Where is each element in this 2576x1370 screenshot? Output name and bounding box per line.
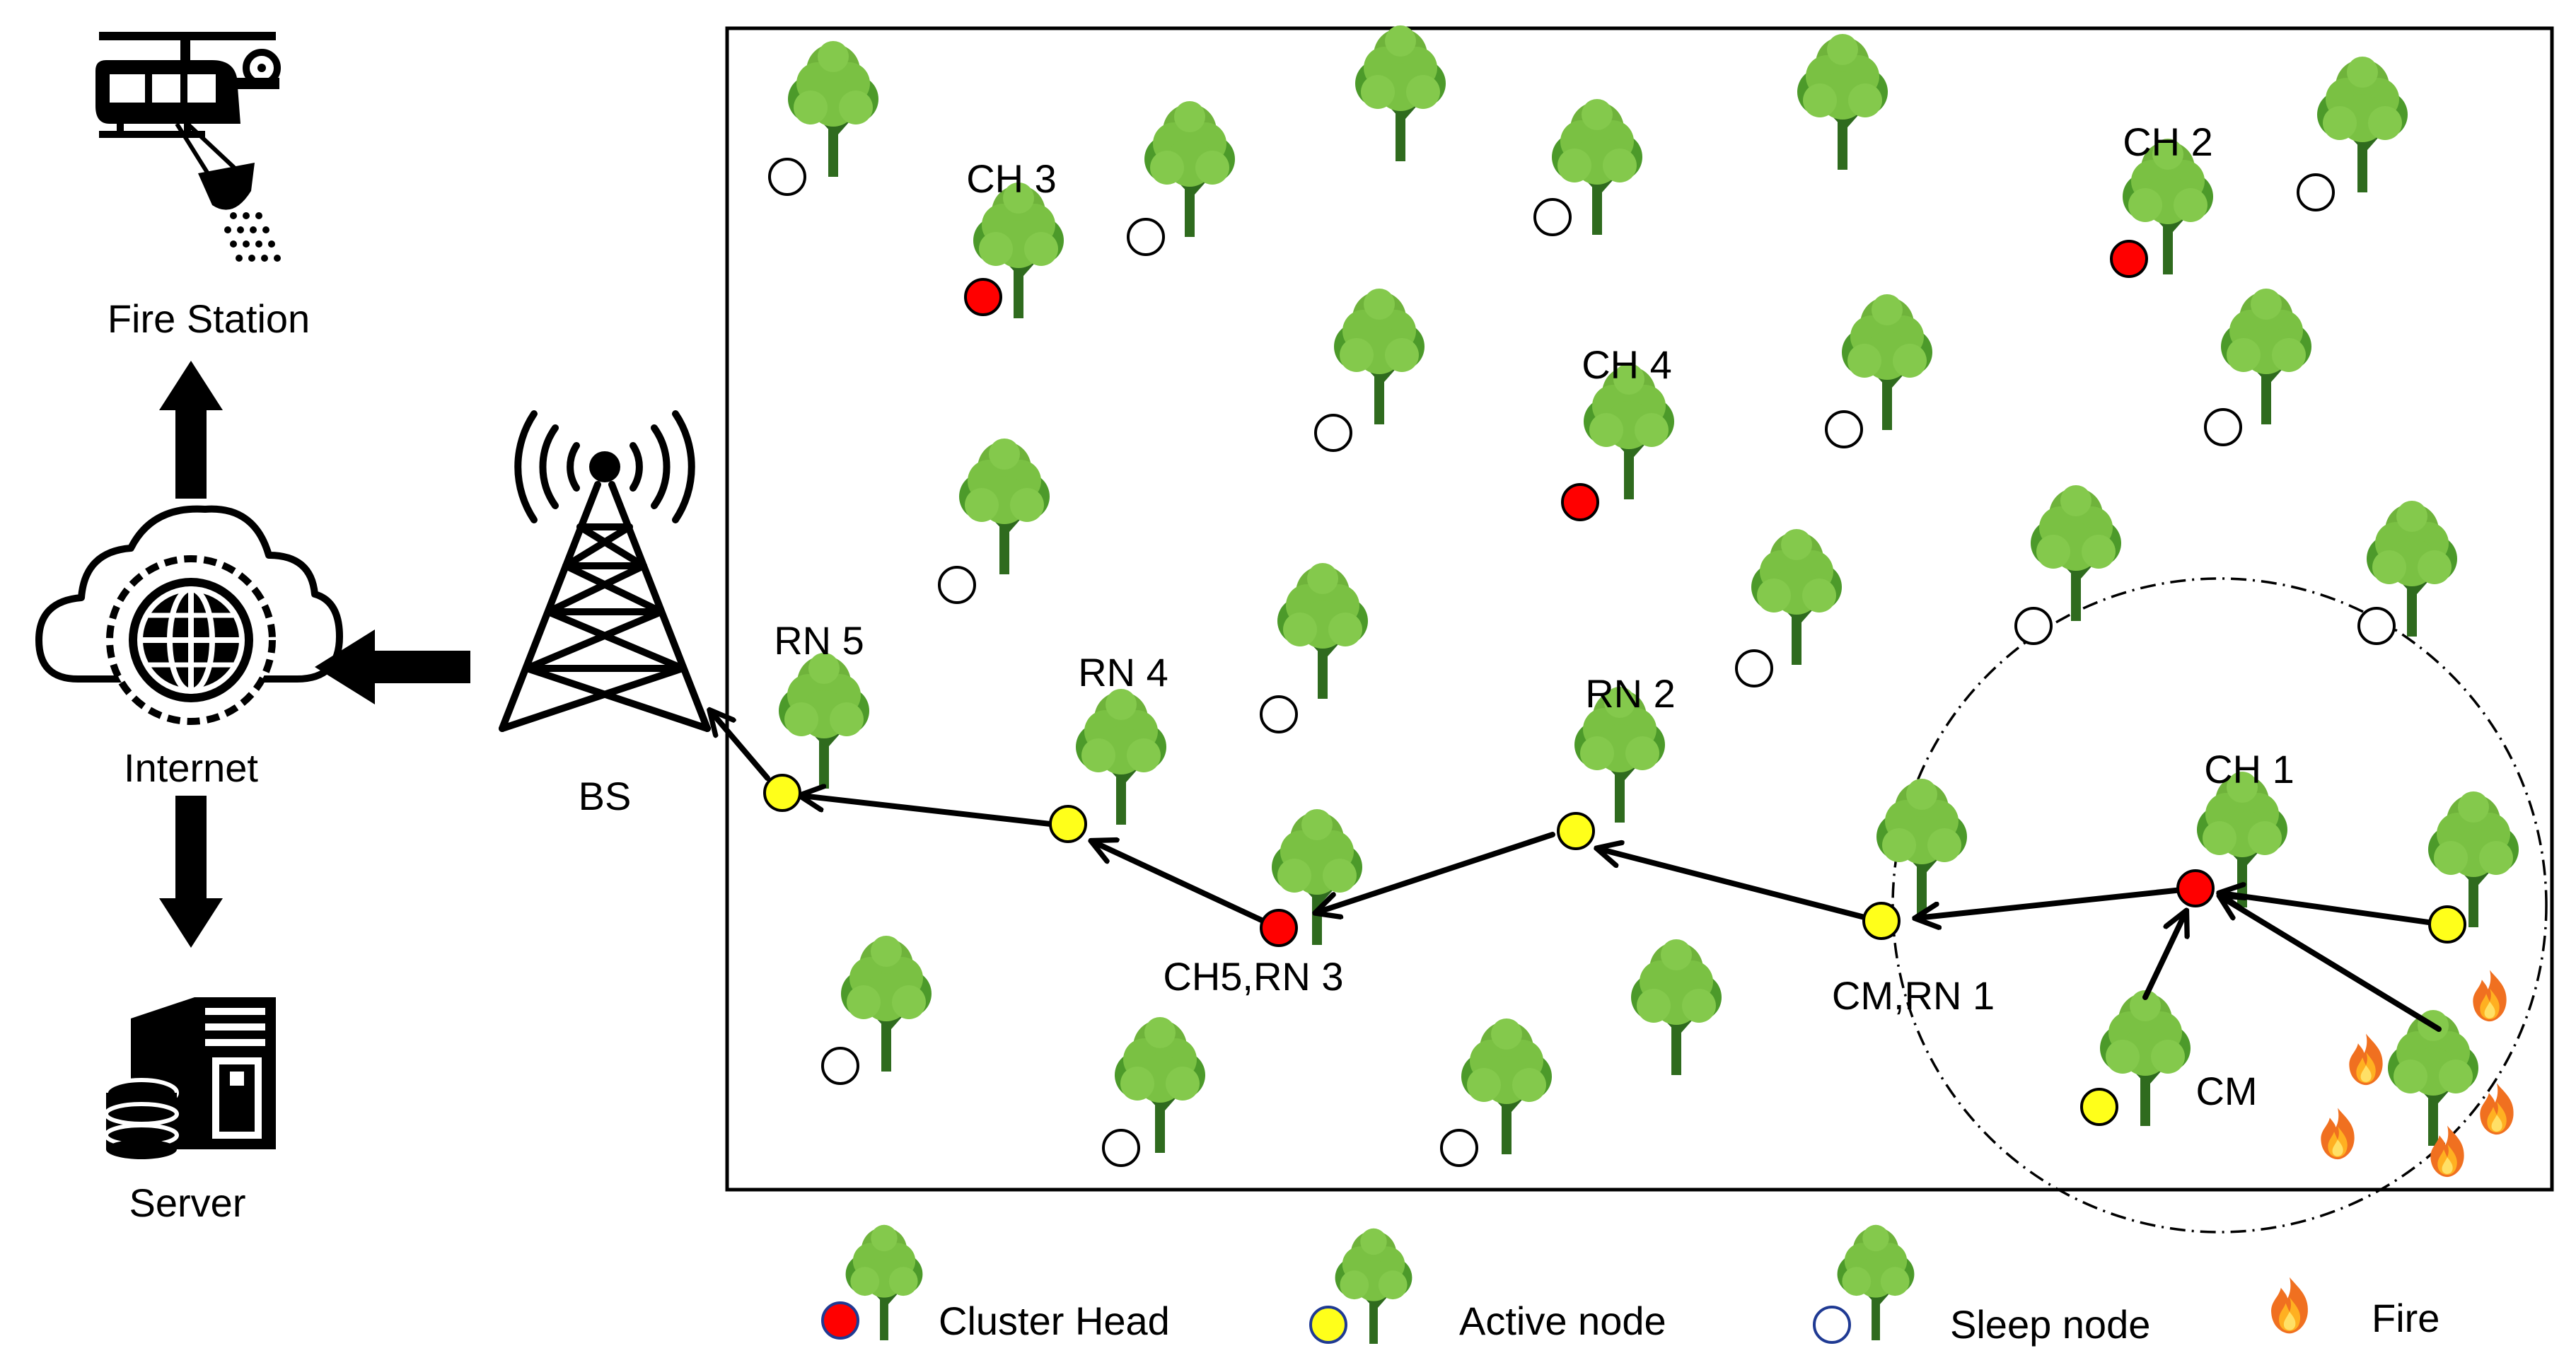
cluster-head-nodes [964, 240, 2215, 947]
ch1-label: CH 1 [2204, 747, 2294, 791]
bs-label: BS [579, 774, 632, 818]
ch4-label: CH 4 [1582, 342, 1672, 387]
sleep-node [1440, 1129, 1478, 1167]
legend-fire-label: Fire [2372, 1296, 2439, 1340]
ch2-label: CH 2 [2123, 120, 2213, 164]
sensor-field [725, 26, 2554, 1192]
legend-active-node-label: Active node [1459, 1299, 1666, 1343]
server-label: Server [129, 1180, 246, 1225]
active-node-rn1 [1862, 902, 1901, 940]
sleep-node [1533, 198, 1572, 236]
server-icon [104, 997, 276, 1159]
sleep-node [2014, 607, 2053, 645]
sleep-node [1735, 649, 1773, 687]
sleep-node [2297, 173, 2335, 211]
active-node-rn2 [1557, 812, 1595, 850]
arrow-left-icon [315, 629, 470, 704]
arrow-down-icon [159, 796, 223, 948]
internet-label: Internet [124, 745, 258, 790]
cluster-range [1891, 577, 2548, 1233]
sleep-node [2357, 607, 2396, 645]
rn4-label: RN 4 [1078, 650, 1168, 695]
sleep-node [1102, 1129, 1140, 1167]
cluster-head-ch2 [2110, 240, 2148, 278]
rn2-label: RN 2 [1585, 671, 1676, 716]
legend-sleep-node: Sleep node [1813, 1224, 2150, 1347]
legend-fire: Fire [2271, 1277, 2439, 1340]
active-node-rn5 [763, 774, 801, 812]
active-node-right [2428, 905, 2466, 944]
helicopter-icon [95, 32, 281, 262]
sleep-node [1314, 414, 1352, 452]
sleep-node [1127, 218, 1165, 256]
sleep-node [1825, 410, 1863, 448]
cluster-head-ch4 [1561, 483, 1599, 521]
arrow-up-icon [159, 361, 223, 499]
ch3-label: CH 3 [966, 156, 1057, 201]
fire-icon [2271, 1277, 2308, 1334]
ch5-label: CH5,RN 3 [1163, 954, 1343, 999]
legend: Cluster Head Active node Sleep node Fire [821, 1224, 2439, 1347]
legend-sleep-node-label: Sleep node [1950, 1302, 2150, 1347]
legend-active-node: Active node [1309, 1228, 1666, 1344]
active-node-rn4 [1049, 805, 1087, 843]
legend-cluster-head: Cluster Head [821, 1224, 1170, 1343]
cluster-head-ch5 [1260, 909, 1298, 947]
active-node-cm [2080, 1088, 2118, 1126]
sleep-node [2204, 408, 2242, 446]
sleep-node [821, 1047, 859, 1085]
routing-arrows [711, 712, 2447, 1032]
active-nodes [763, 774, 2466, 1126]
rn1-label: CM,RN 1 [1832, 973, 1995, 1018]
cluster-head-ch3 [964, 278, 1002, 316]
rn5-label: RN 5 [774, 618, 864, 663]
sleep-node [768, 158, 806, 196]
sleep-node [938, 566, 976, 604]
tower-icon [499, 410, 711, 732]
fire-station-label: Fire Station [108, 296, 310, 341]
sleep-node [1260, 695, 1298, 733]
cm-label: CM [2195, 1069, 2257, 1113]
cluster-head-ch1 [2176, 869, 2215, 907]
sleep-nodes [768, 158, 2396, 1167]
legend-cluster-head-label: Cluster Head [939, 1299, 1170, 1343]
cloud-globe-icon [35, 505, 343, 725]
